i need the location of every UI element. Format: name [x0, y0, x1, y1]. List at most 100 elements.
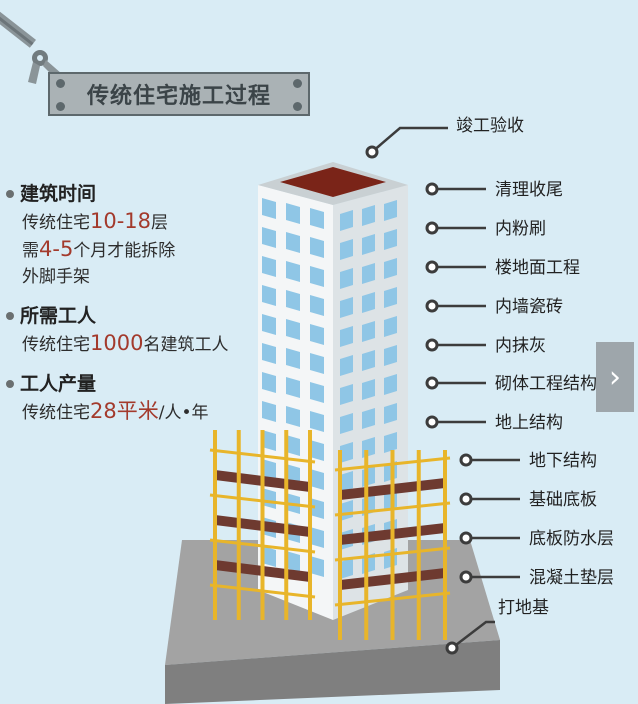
window-front: [310, 295, 324, 316]
next-slide-button[interactable]: ›: [596, 342, 634, 412]
build-time-heading: 建筑时间: [20, 183, 97, 205]
window-front: [286, 232, 300, 253]
screw-icon: [293, 79, 302, 88]
chevron-right-icon: ›: [609, 359, 621, 395]
connector-dot: [425, 221, 439, 235]
bullet-icon: [6, 312, 14, 320]
screw-icon: [56, 102, 65, 111]
window-front: [310, 411, 324, 432]
connector-dot: [425, 415, 439, 429]
screw-icon: [293, 102, 302, 111]
window-front: [262, 401, 276, 422]
window-front: [286, 261, 300, 282]
window-side: [384, 287, 397, 308]
connector-dot: [425, 338, 439, 352]
window-side: [384, 345, 397, 366]
window-side: [384, 432, 397, 453]
window-front: [262, 372, 276, 393]
connector-dot: [445, 641, 459, 655]
window-front: [262, 227, 276, 248]
connector-line: [451, 620, 495, 649]
step-label-plastering-inner: 内粉刷: [495, 219, 546, 239]
scaffold-bar: [334, 591, 451, 607]
window-front: [310, 382, 324, 403]
window-side: [362, 321, 375, 342]
window-side: [340, 355, 353, 376]
step-label-flooring: 楼地面工程: [495, 258, 580, 278]
info-panel: 建筑时间 传统住宅10-18层 需4-5个月才能拆除 外脚手架 所需工人 传统住…: [6, 180, 256, 438]
window-front: [310, 353, 324, 374]
connector-line: [371, 126, 448, 153]
build-time-line-2: 需4-5个月才能拆除: [22, 237, 176, 261]
window-front: [286, 319, 300, 340]
scaffold-bar: [209, 538, 316, 554]
page-title: 传统住宅施工过程: [86, 84, 271, 109]
window-side: [362, 205, 375, 226]
window-side: [362, 292, 375, 313]
title-banner: 传统住宅施工过程: [48, 72, 310, 116]
window-front: [310, 324, 324, 345]
bullet-icon: [6, 380, 14, 388]
window-side: [384, 316, 397, 337]
step-label-foundation-slab: 基础底板: [529, 490, 597, 510]
connector-dot: [425, 376, 439, 390]
connector-dot: [425, 182, 439, 196]
scaffold-bar: [209, 448, 316, 464]
workers-block: 所需工人 传统住宅1000名建筑工人: [6, 302, 256, 358]
step-label-masonry: 砌体工程结构: [495, 374, 597, 394]
window-front: [286, 290, 300, 311]
window-side: [384, 403, 397, 424]
connector-dot: [459, 492, 473, 506]
connector-dot: [459, 531, 473, 545]
scaffold-group: [209, 430, 451, 640]
window-front: [310, 266, 324, 287]
scaffold-bar: [334, 501, 451, 517]
window-front: [310, 556, 324, 577]
window-front: [262, 459, 276, 480]
step-label-waterproofing: 底板防水层: [529, 529, 614, 549]
window-side: [362, 234, 375, 255]
build-time-line-3: 外脚手架: [22, 267, 90, 287]
window-front: [286, 203, 300, 224]
window-side: [340, 210, 353, 231]
workers-heading: 所需工人: [20, 305, 97, 327]
window-front: [310, 527, 324, 548]
step-label-piling: 打地基: [498, 598, 549, 618]
window-side: [340, 326, 353, 347]
window-side: [362, 263, 375, 284]
window-front: [310, 469, 324, 490]
build-time-block: 建筑时间 传统住宅10-18层 需4-5个月才能拆除 外脚手架: [6, 180, 256, 290]
step-label-acceptance: 竣工验收: [456, 116, 524, 136]
step-label-concrete-cushion: 混凝土垫层: [529, 568, 614, 588]
scaffold-bar: [334, 546, 451, 562]
connector-dot: [365, 145, 379, 159]
connector-lines: [365, 126, 520, 655]
window-side: [340, 297, 353, 318]
step-label-cleanup: 清理收尾: [495, 180, 563, 200]
window-front: [262, 198, 276, 219]
building-roof-opening: [280, 167, 386, 197]
window-front: [262, 488, 276, 509]
window-front: [262, 314, 276, 335]
window-front: [286, 348, 300, 369]
window-front: [310, 237, 324, 258]
window-side: [340, 500, 353, 521]
window-side: [340, 268, 353, 289]
window-side: [384, 200, 397, 221]
window-side: [340, 384, 353, 405]
output-line: 传统住宅28平米/人•年: [22, 399, 209, 423]
output-block: 工人产量 传统住宅28平米/人•年: [6, 370, 256, 426]
window-front: [286, 551, 300, 572]
connector-dot: [459, 453, 473, 467]
window-side: [384, 258, 397, 279]
output-heading: 工人产量: [20, 373, 97, 395]
window-side: [340, 558, 353, 579]
window-side: [362, 350, 375, 371]
window-front: [262, 430, 276, 451]
connector-dot: [425, 260, 439, 274]
window-side: [384, 374, 397, 395]
build-time-line-1: 传统住宅10-18层: [22, 209, 169, 233]
window-side: [362, 379, 375, 400]
scaffold-bar: [334, 456, 451, 472]
